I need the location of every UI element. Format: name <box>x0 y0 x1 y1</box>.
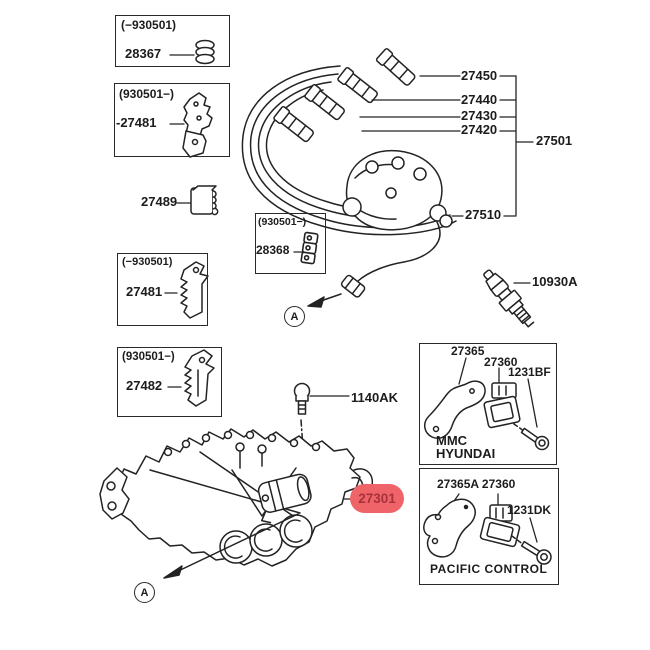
bolt-1140AK-icon <box>293 382 311 415</box>
part-label-1231BF: 1231BF <box>508 365 551 379</box>
bracket-27481-after-icon <box>182 92 213 158</box>
grommet-28368-icon <box>300 231 319 265</box>
part-label-27482: 27482 <box>126 378 163 393</box>
part-label-27481-before: 27481 <box>126 284 163 299</box>
ignition-coil-art <box>257 473 312 524</box>
pacific-bracket-art <box>423 498 476 558</box>
date-code-27481-after: (930501−) <box>119 87 175 101</box>
part-label-1140AK: 1140AK <box>351 390 398 405</box>
date-code-28368: (930501−) <box>258 216 307 228</box>
bracket-27482-icon <box>184 349 215 407</box>
part-label-27420: 27420 <box>461 122 498 137</box>
callout-box-pacific-control <box>419 468 559 585</box>
view-marker-a-lower: A <box>134 582 155 603</box>
mmc-sensor-art <box>483 382 521 429</box>
callout-box-mmc-hyundai <box>419 343 557 465</box>
part-label-10930A: 10930A <box>532 274 578 289</box>
bracket-27481-before-icon <box>180 261 209 319</box>
date-code-27481-before: (−930501) <box>122 256 173 268</box>
part-label-27501: 27501 <box>536 133 573 148</box>
part-label-27365A-27360: 27365A 27360 <box>437 477 516 491</box>
callout-box-27482 <box>117 347 222 417</box>
highlighted-part-27301[interactable]: 27301 <box>350 484 404 513</box>
callout-box-28367 <box>115 15 230 67</box>
mmc-bolt-icon <box>513 423 550 451</box>
leader-lines <box>164 54 538 543</box>
date-code-27482: (930501−) <box>122 351 175 363</box>
plug-boot-icons <box>273 48 416 143</box>
callout-box-27481-after <box>114 83 230 157</box>
intake-manifold-art <box>99 428 374 567</box>
part-label-27450: 27450 <box>461 68 498 83</box>
part-label-27481-after: -27481 <box>116 115 157 130</box>
caption-pacific-control: PACIFIC CONTROL <box>430 562 548 576</box>
resistor-27489-icon <box>190 185 219 216</box>
part-label-27440: 27440 <box>461 92 498 107</box>
part-label-27365: 27365 <box>451 344 485 358</box>
part-label-28367: 28367 <box>125 46 162 61</box>
coil-cable-art <box>307 221 441 308</box>
grommet-28367-icon <box>195 39 215 65</box>
pacific-sensor-art <box>479 504 521 548</box>
view-marker-a-upper: A <box>284 306 305 327</box>
part-label-1231DK: 1231DK <box>507 503 552 517</box>
part-label-27489: 27489 <box>141 194 178 209</box>
caption-hyundai: HYUNDAI <box>436 446 496 461</box>
caption-mmc: MMC <box>436 433 468 448</box>
part-label-27510: 27510 <box>465 207 502 222</box>
part-label-28368: 28368 <box>256 243 290 257</box>
part-label-27430: 27430 <box>461 108 498 123</box>
distributor-art <box>342 149 453 231</box>
callout-box-28368 <box>255 213 326 274</box>
callout-box-27481-before <box>117 253 208 326</box>
part-label-27360-mmc: 27360 <box>484 355 518 369</box>
date-code-28367: (−930501) <box>121 18 177 32</box>
pacific-bolt-icon <box>511 535 552 565</box>
spark-plug-icon <box>483 269 535 328</box>
view-a-lower-arrow <box>163 513 299 579</box>
mmc-bracket-art <box>424 380 486 439</box>
